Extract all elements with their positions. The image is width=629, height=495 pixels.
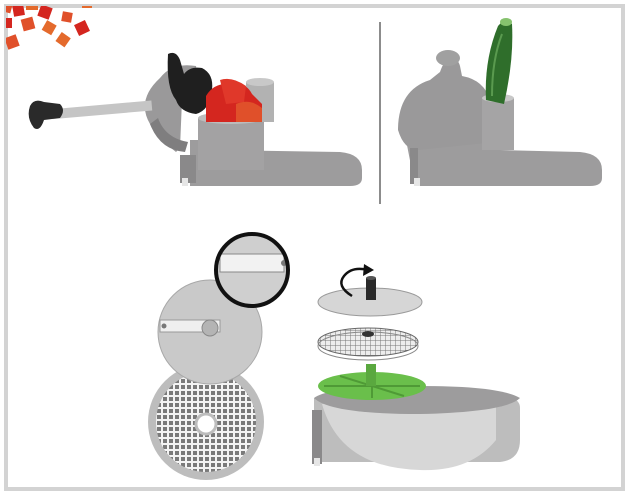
machine-bowl	[312, 386, 520, 470]
feed-hopper	[198, 118, 264, 170]
feed-tube	[482, 98, 514, 150]
magnifier-circle-icon	[216, 234, 288, 306]
